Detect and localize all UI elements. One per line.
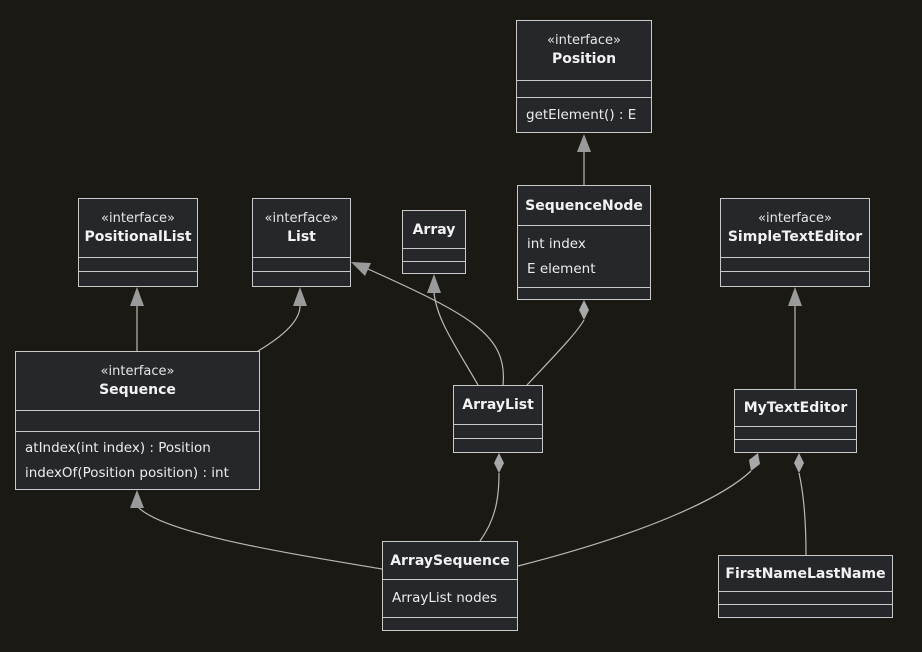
inheritance-arrowhead: [351, 262, 371, 276]
class-header: FirstNameLastName: [719, 556, 892, 592]
attributes-compartment: [721, 258, 869, 272]
methods-compartment: [721, 272, 869, 286]
stereotype-label: «interface»: [100, 363, 175, 379]
attributes-compartment: [517, 81, 651, 98]
methods-compartment: [253, 272, 350, 286]
class-name: MyTextEditor: [743, 400, 848, 416]
inheritance-arrowhead: [788, 287, 802, 306]
methods-compartment: [403, 262, 465, 273]
composition-diamond: [494, 453, 504, 473]
class-header: «interface» Sequence: [16, 352, 259, 411]
attributes-compartment: [719, 592, 892, 605]
class-name: ArraySequence: [390, 552, 510, 569]
class-name: Array: [412, 221, 456, 238]
edge-arraylist-array: [427, 274, 479, 386]
class-name: FirstNameLastName: [725, 565, 886, 582]
class-sequencenode[interactable]: SequenceNode int index E element: [517, 185, 651, 300]
class-sequence[interactable]: «interface» Sequence atIndex(int index) …: [15, 351, 260, 490]
attributes-compartment: [454, 425, 542, 439]
inheritance-arrowhead: [427, 274, 441, 293]
class-firstnamelastname[interactable]: FirstNameLastName: [718, 555, 893, 618]
composition-diamond: [579, 300, 589, 320]
class-name: SimpleTextEditor: [727, 228, 863, 245]
methods-compartment: getElement() : E: [517, 98, 651, 132]
attributes-compartment: [403, 249, 465, 262]
composition-diamond: [794, 453, 804, 473]
attributes-compartment: [735, 427, 856, 440]
inheritance-arrowhead: [577, 134, 591, 152]
attribute: E element: [527, 260, 596, 277]
edge-arraylist-sequencenode: [526, 300, 589, 386]
stereotype-label: «interface»: [547, 33, 621, 48]
edge-arraylist-list: [351, 262, 505, 386]
inheritance-arrowhead: [293, 287, 307, 306]
methods-compartment: [454, 439, 542, 452]
methods-compartment: atIndex(int index) : Position indexOf(Po…: [16, 432, 259, 489]
methods-compartment: [518, 288, 650, 299]
class-name: Sequence: [99, 381, 176, 398]
class-position[interactable]: «interface» Position getElement() : E: [516, 20, 652, 133]
methods-compartment: [79, 272, 197, 286]
edge-sequence-list: [257, 287, 307, 352]
method: indexOf(Position position) : int: [25, 464, 229, 481]
edge-sequence-positionallist: [130, 287, 144, 351]
edge-arraysequence-arraylist: [479, 453, 504, 542]
class-header: ArraySequence: [383, 542, 517, 580]
class-name: Position: [551, 51, 617, 67]
attributes-compartment: [253, 258, 350, 272]
edge-mytexteditor-simpletexteditor: [788, 287, 802, 389]
class-name: List: [287, 228, 316, 245]
class-name: SequenceNode: [525, 197, 643, 214]
class-simpletexteditor[interactable]: «interface» SimpleTextEditor: [720, 198, 870, 287]
stereotype-label: «interface»: [101, 210, 175, 226]
attribute: ArrayList nodes: [392, 590, 497, 606]
attributes-compartment: [79, 258, 197, 272]
class-name: PositionalList: [84, 228, 192, 245]
stereotype-label: «interface»: [758, 210, 832, 226]
class-mytexteditor[interactable]: MyTextEditor: [734, 389, 857, 453]
methods-compartment: [383, 618, 517, 630]
attributes-compartment: int index E element: [518, 226, 650, 288]
class-header: ArrayList: [454, 386, 542, 425]
class-header: «interface» PositionalList: [79, 199, 197, 258]
attribute: int index: [527, 235, 586, 252]
class-header: MyTextEditor: [735, 390, 856, 427]
method: atIndex(int index) : Position: [25, 439, 211, 456]
edge-arraysequence-sequence: [130, 490, 383, 570]
composition-diamond: [749, 453, 760, 471]
class-header: «interface» List: [253, 199, 350, 258]
class-arraylist[interactable]: ArrayList: [453, 385, 543, 453]
class-header: «interface» Position: [517, 21, 651, 81]
class-list[interactable]: «interface» List: [252, 198, 351, 287]
class-header: SequenceNode: [518, 186, 650, 226]
edge-arraysequence-mytexteditor: [517, 453, 760, 567]
class-header: Array: [403, 211, 465, 249]
class-array[interactable]: Array: [402, 210, 466, 274]
edge-sequencenode-position: [577, 134, 591, 185]
methods-compartment: [719, 605, 892, 617]
methods-compartment: [735, 440, 856, 452]
attributes-compartment: ArrayList nodes: [383, 580, 517, 618]
class-name: ArrayList: [462, 397, 534, 413]
class-header: «interface» SimpleTextEditor: [721, 199, 869, 258]
edge-firstnamelastname-mytexteditor: [794, 453, 807, 556]
attributes-compartment: [16, 411, 259, 432]
class-arraysequence[interactable]: ArraySequence ArrayList nodes: [382, 541, 518, 631]
method: getElement() : E: [526, 106, 637, 123]
inheritance-arrowhead: [130, 287, 144, 306]
stereotype-label: «interface»: [264, 210, 339, 226]
inheritance-arrowhead: [130, 490, 144, 508]
class-positionallist[interactable]: «interface» PositionalList: [78, 198, 198, 287]
